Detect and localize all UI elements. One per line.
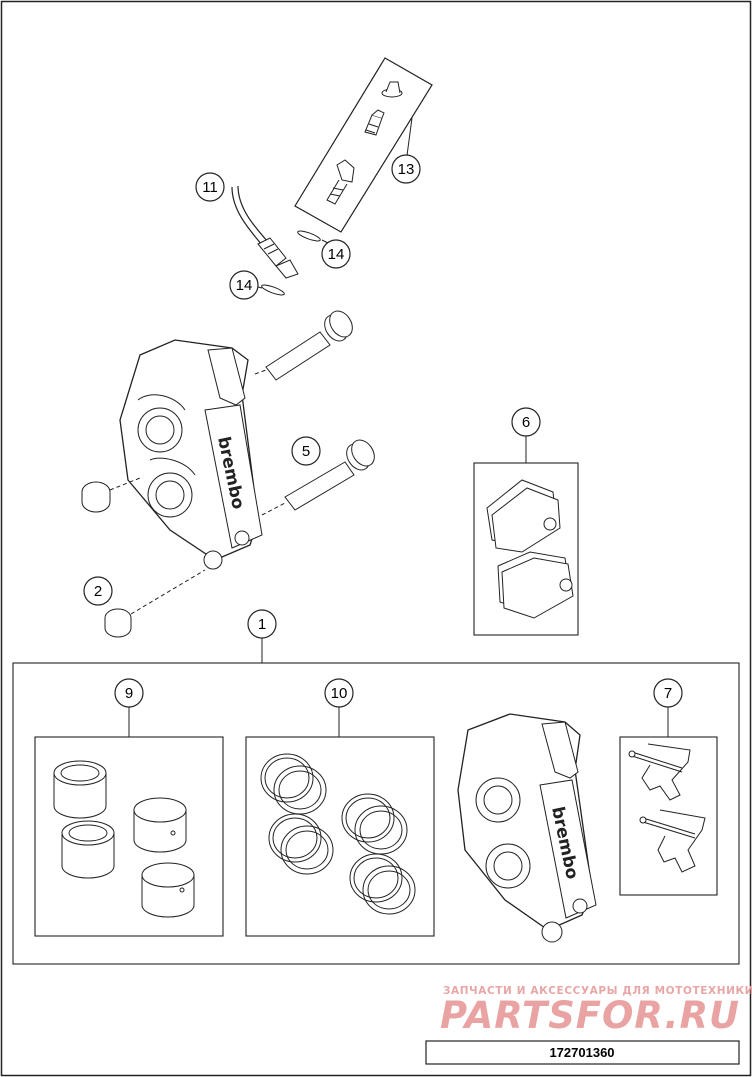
svg-text:14: 14 bbox=[328, 246, 345, 263]
svg-text:11: 11 bbox=[202, 179, 218, 196]
callout-9: 9 bbox=[114, 678, 144, 708]
callout-5: 5 bbox=[291, 436, 321, 466]
watermark-logo: PARTSFOR.RU bbox=[440, 994, 740, 1037]
callout-6: 6 bbox=[511, 407, 541, 437]
caliper-lower: brembo bbox=[457, 713, 597, 943]
callout-2: 2 bbox=[83, 576, 113, 606]
part-7-pins-and-clips bbox=[628, 743, 706, 873]
part-7-box bbox=[619, 736, 718, 896]
callout-11: 11 bbox=[195, 172, 225, 202]
pin-bolt-upper bbox=[265, 310, 353, 381]
svg-text:10: 10 bbox=[331, 685, 348, 702]
part-14-washer-upper bbox=[297, 230, 321, 242]
watermark-tagline: ЗАПЧАСТИ И АКСЕССУАРЫ ДЛЯ МОТОТЕХНИКИ bbox=[443, 985, 752, 997]
spacer-left bbox=[81, 481, 111, 513]
svg-text:1: 1 bbox=[258, 616, 266, 633]
part-1-group-box bbox=[12, 662, 740, 965]
part-2-spacer bbox=[104, 608, 132, 638]
part-11-brake-hose bbox=[231, 185, 299, 279]
drawing-number-box: 172701360 bbox=[425, 1040, 740, 1065]
drawing-number: 172701360 bbox=[549, 1045, 614, 1060]
svg-text:2: 2 bbox=[94, 583, 102, 600]
part-5-pin-bolt bbox=[284, 439, 375, 511]
svg-text:6: 6 bbox=[522, 414, 530, 431]
callout-14-upper: 14 bbox=[321, 239, 351, 269]
part-14-washer-lower bbox=[261, 284, 285, 296]
part-13-bleed-kit bbox=[294, 57, 433, 233]
callout-10: 10 bbox=[324, 678, 354, 708]
callout-7: 7 bbox=[653, 678, 683, 708]
part-6-brake-pads bbox=[486, 479, 574, 619]
svg-text:7: 7 bbox=[664, 685, 672, 702]
svg-text:14: 14 bbox=[236, 277, 253, 294]
part-10-seals bbox=[260, 753, 416, 915]
svg-text:9: 9 bbox=[125, 685, 133, 702]
callout-1: 1 bbox=[247, 609, 277, 639]
svg-text:5: 5 bbox=[302, 443, 310, 460]
watermark: ЗАПЧАСТИ И АКСЕССУАРЫ ДЛЯ МОТОТЕХНИКИ PA… bbox=[440, 985, 752, 1037]
svg-text:13: 13 bbox=[398, 161, 415, 178]
part-10-box bbox=[245, 736, 435, 937]
caliper-upper: brembo bbox=[119, 339, 263, 570]
callout-14-lower: 14 bbox=[229, 270, 259, 300]
part-9-pistons bbox=[53, 760, 195, 918]
callout-13: 13 bbox=[391, 154, 421, 184]
